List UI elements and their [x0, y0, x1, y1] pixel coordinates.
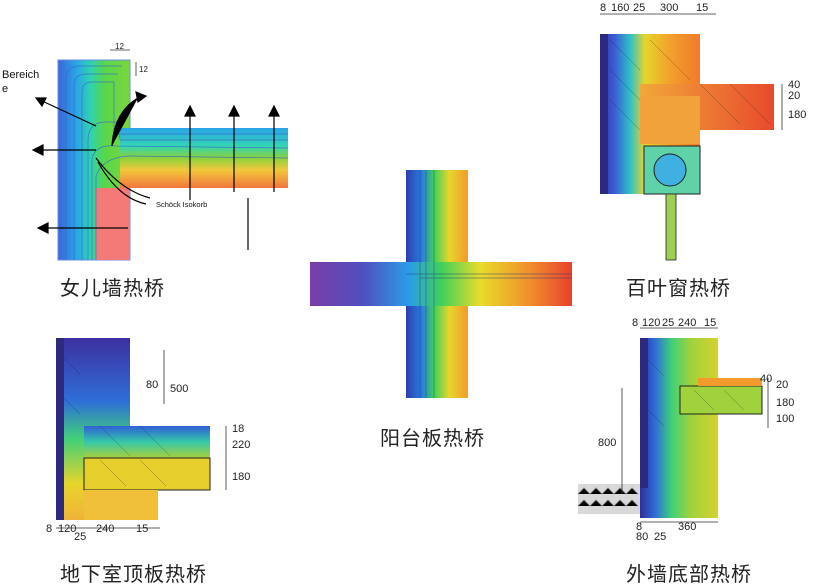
footing-bottom-3: 360 [678, 521, 696, 533]
footing-side-3: 100 [776, 413, 794, 425]
footing-left-dim: 800 [598, 437, 616, 449]
balcony-slab [310, 262, 572, 306]
blind-caption: 百叶窗热桥 [626, 276, 731, 300]
basement-side-0: 80 [146, 379, 158, 391]
parapet-area-label-1: Bereich [2, 69, 39, 81]
basement-bottom-sub: 25 [74, 531, 86, 540]
parapet-diagram: 12 12 Bereich e Schöck Isokorb [2, 42, 289, 261]
blind-side-1: 20 [788, 90, 800, 102]
basement-diagram: 80 500 18 220 180 8 120 240 15 25 [46, 338, 250, 540]
basement-bottom-1: 120 [58, 523, 76, 535]
footing-top-3: 240 [678, 318, 696, 329]
footing-diagram: 8 120 25 240 15 40 20 180 100 800 8 80 2… [577, 318, 794, 542]
interior-wall-zone [96, 188, 130, 260]
basement-bottom-0: 8 [46, 523, 52, 535]
basement-slab [83, 457, 211, 491]
footing-floor [698, 378, 762, 386]
isokorb-label: Schöck Isokorb [156, 200, 207, 209]
footing-side-1: 20 [776, 379, 788, 391]
basement-side-1: 500 [170, 383, 188, 395]
parapet-dim-side: 12 [139, 65, 148, 74]
footing-bottom-1: 80 [636, 531, 648, 542]
basement-insulation [84, 426, 210, 458]
blind-dim-1: 160 [611, 2, 629, 14]
basement-caption: 地下室顶板热桥 [60, 562, 207, 586]
footing-top-0: 8 [632, 318, 638, 329]
footing-bottom-0: 8 [636, 521, 642, 533]
basement-side-2: 18 [232, 423, 244, 435]
footing-panel: 8 120 25 240 15 40 20 180 100 800 8 80 2… [574, 318, 820, 542]
footing-side-2: 180 [776, 397, 794, 409]
blind-diagram: 8 160 25 300 15 40 20 180 [600, 2, 806, 261]
basement-panel: 80 500 18 220 180 8 120 240 15 25 [0, 334, 290, 540]
footing-side-0: 40 [760, 373, 772, 385]
blind-panel: 8 160 25 300 15 40 20 180 [570, 0, 820, 262]
parapet-area-label-2: e [2, 83, 8, 95]
footing-top-2: 25 [662, 318, 674, 329]
parapet-panel: 12 12 Bereich e Schöck Isokorb [0, 40, 292, 262]
blind-dim-2: 25 [633, 2, 645, 14]
blind-side-0: 40 [788, 79, 800, 91]
footing-top-4: 15 [704, 318, 716, 329]
footing-wall [640, 338, 718, 518]
balcony-caption: 阳台板热桥 [380, 426, 485, 450]
footing-bottom-2: 25 [654, 531, 666, 542]
blind-dim-3: 300 [660, 2, 678, 14]
balcony-panel [310, 170, 574, 398]
blind-dim-4: 15 [696, 2, 708, 14]
blind-dim-0: 8 [600, 2, 606, 14]
footing-caption: 外墙底部热桥 [626, 562, 752, 586]
heat-flux-arrows [31, 91, 280, 250]
basement-side-4: 180 [232, 471, 250, 483]
basement-side-3: 220 [232, 439, 250, 451]
balcony-diagram [310, 170, 572, 398]
parapet-caption: 女儿墙热桥 [60, 276, 165, 300]
basement-bottom-2: 240 [96, 523, 114, 535]
footing-top-1: 120 [642, 318, 660, 329]
basement-bottom-3: 15 [136, 523, 148, 535]
blind-side-2: 180 [788, 109, 806, 121]
parapet-dim-top: 12 [115, 42, 124, 51]
blind-roller [653, 153, 687, 187]
footing-slab [679, 385, 763, 415]
